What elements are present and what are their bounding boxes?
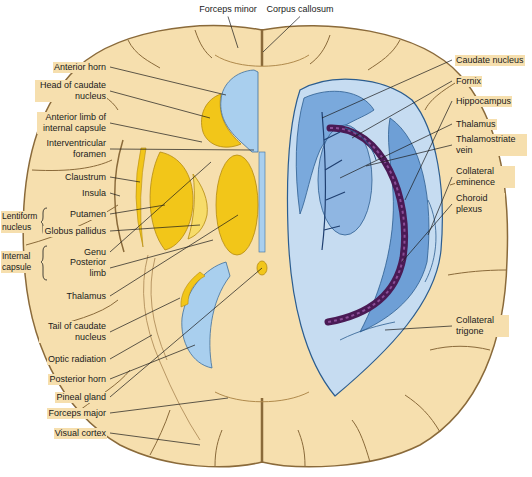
leader-line [366,145,452,166]
part-label: Thalamus [65,291,107,302]
leader-line [110,162,211,252]
part-label: Posterior horn [48,374,107,385]
collateral-eminence [425,200,436,282]
thalamostriate-vein [322,112,345,250]
leader-line [110,398,228,413]
leader-line [228,17,238,49]
part-label: Interventricular foramen [37,138,107,160]
leader-line [428,177,452,235]
leader-line [110,177,140,182]
part-label: Forceps major [47,408,107,419]
part-label: Anterior limb of internal capsule [37,112,107,134]
part-label: Lentiform nucleus [1,211,41,233]
thalamus [216,155,258,255]
leader-line [385,326,452,330]
leader-line [110,433,200,445]
leader-line [340,124,452,178]
part-label: Hippocampus [455,96,512,107]
third-ventricle [259,152,265,252]
part-label: Caudate nucleus [455,55,525,66]
part-label: Globus pallidus [43,226,107,237]
leader-line [110,215,238,296]
part-label: Fornix [455,76,482,87]
part-label: Thalamostriate vein [455,134,527,156]
part-label: Optic radiation [47,354,107,365]
forceps-major [215,392,309,402]
optic-radiation [144,255,200,440]
putamen [150,152,193,250]
part-label: Choroid plexus [455,193,505,215]
part-label: Head of caudate nucleus [35,80,107,102]
forceps-minor [215,55,309,66]
collateral-trigone [340,322,395,340]
bracket [40,246,47,280]
leader-line [322,60,452,118]
lateral-ventricle-cavity [288,79,443,396]
leader-line [110,193,120,196]
leader-line [110,268,262,397]
part-label: Thalamus [455,119,497,130]
leader-line [110,149,254,150]
leader-line [110,335,152,359]
part-label: Insula [81,188,107,199]
tail-of-caudate [181,272,205,307]
leader-line [110,91,210,118]
part-label: Internal capsule [1,251,41,273]
globus-pallidus [188,174,207,239]
part-label: Forceps minor [198,4,258,15]
part-label: Anterior horn [53,62,107,73]
leader-line [402,204,452,262]
claustrum [136,148,146,247]
leader-line [352,81,452,138]
part-label: Collateral eminence [455,166,515,188]
leader-line [263,17,300,53]
posterior-horn [182,262,230,368]
part-label: Genu [83,247,107,258]
brain-outline [23,26,507,467]
part-label: Pineal gland [55,392,107,403]
leader-line [110,345,195,379]
part-label: Tail of caudate nucleus [39,321,107,343]
leader-line [110,298,180,332]
hippocampus [360,118,429,332]
choroid-plexus [328,128,405,322]
leader-line [110,67,226,95]
choroid-plexus-detail [328,128,405,322]
leader-line [110,205,165,214]
part-label: Putamen [69,209,107,220]
part-label: Visual cortex [54,428,107,439]
part-label: Posterior limb [63,257,107,279]
leader-line [110,225,200,231]
part-label: Collateral trigone [455,315,509,337]
part-label: Claustrum [64,172,107,183]
leader-line [110,123,202,142]
anterior-horn [221,70,258,152]
sulci [26,30,506,466]
part-label: Corpus callosum [265,4,334,15]
